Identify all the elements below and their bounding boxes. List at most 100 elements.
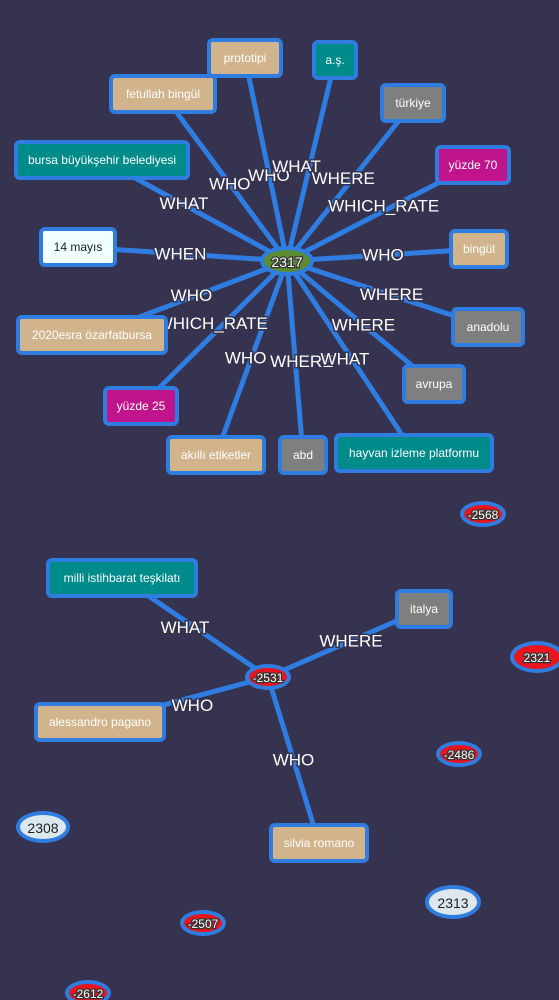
entity-node-yuzde70[interactable]: yüzde 70: [435, 145, 511, 185]
entity-node-esra[interactable]: 2020esra özarfatbursa: [16, 315, 168, 355]
entity-node-prototipi[interactable]: prototipi: [207, 38, 283, 78]
entity-label: bingül: [463, 242, 495, 256]
entity-label: hayvan izleme platformu: [349, 446, 479, 460]
entity-node-anadolu[interactable]: anadolu: [451, 307, 525, 347]
entity-box: [449, 229, 509, 269]
event-id-label: 2308: [27, 820, 58, 836]
entity-box: [395, 589, 453, 629]
entity-box: [207, 38, 283, 78]
event-node-2612[interactable]: -2612: [65, 980, 111, 1000]
event-id-label: 2321: [524, 651, 551, 665]
entity-label: türkiye: [395, 96, 431, 110]
edge-label: WHERE: [270, 352, 333, 371]
edge-label: WHO: [172, 696, 214, 715]
entity-box: [451, 307, 525, 347]
entity-label: avrupa: [416, 377, 453, 391]
entity-node-romano[interactable]: silvia romano: [269, 823, 369, 863]
entity-label: milli istihbarat teşkilatı: [64, 571, 181, 585]
event-fill: [184, 914, 222, 932]
entity-node-akilli[interactable]: akıllı etiketler: [166, 435, 266, 475]
event-fill: [20, 815, 66, 839]
event-id-label: -2531: [253, 671, 284, 685]
event-fill: [264, 250, 310, 272]
edge-2317-akilli: [213, 258, 290, 458]
entity-node-italya[interactable]: italya: [395, 589, 453, 629]
edge-2531-romano: [265, 674, 322, 846]
entity-node-hayvan[interactable]: hayvan izleme platformu: [334, 433, 494, 473]
entity-box: [334, 433, 494, 473]
edges-layer: [75, 55, 491, 846]
edge-label: WHO: [248, 166, 290, 185]
event-node-2317[interactable]: 2317: [260, 246, 314, 276]
edge-2317-bingul: [284, 246, 482, 264]
event-node-2531[interactable]: -2531: [245, 664, 291, 690]
entity-box: [312, 40, 358, 80]
edge-label: WHERE: [360, 285, 423, 304]
entity-box: [109, 74, 217, 114]
edge-label: WHAT: [272, 157, 321, 176]
edge-label: WHO: [362, 246, 404, 265]
entity-box: [269, 823, 369, 863]
edge-2317-hayvan: [284, 258, 417, 456]
entity-box: [34, 702, 166, 742]
event-node-2308[interactable]: 2308: [16, 811, 70, 843]
edge-label: WHO: [225, 348, 267, 367]
event-node-2507[interactable]: -2507: [180, 910, 226, 936]
entity-node-avrupa[interactable]: avrupa: [402, 364, 466, 404]
edge-2317-abd: [284, 258, 306, 458]
edge-label: WHAT: [321, 350, 370, 369]
event-id-label: -2568: [468, 508, 499, 522]
edge-label: WHICH_RATE: [328, 197, 439, 216]
entity-label: alessandro pagano: [49, 715, 151, 729]
entity-box: [278, 435, 328, 475]
entity-label: akıllı etiketler: [181, 448, 251, 462]
entity-node-bursa[interactable]: bursa büyükşehir belediyesi: [14, 140, 190, 180]
edge-label: WHO: [171, 286, 213, 305]
edge-label: WHERE: [319, 632, 382, 651]
entities-layer: prototipi a.ş. fetullah bingül türkiye bursa…: [14, 38, 525, 863]
entity-label: prototipi: [224, 51, 267, 65]
entity-node-fetullah[interactable]: fetullah bingül: [109, 74, 217, 114]
entity-box: [16, 315, 168, 355]
entity-box: [380, 83, 446, 123]
entity-node-pagano[interactable]: alessandro pagano: [34, 702, 166, 742]
entity-label: 2020esra özarfatbursa: [32, 328, 152, 342]
edge-label: WHICH_RATE: [157, 314, 268, 333]
event-id-label: 2317: [271, 254, 302, 270]
entity-box: [14, 140, 190, 180]
entity-node-turkiye[interactable]: türkiye: [380, 83, 446, 123]
edge-label: WHERE: [332, 315, 395, 334]
entity-label: yüzde 70: [449, 158, 498, 172]
entity-node-mit[interactable]: milli istihbarat teşkilatı: [46, 558, 198, 598]
edge-label: WHERE: [312, 169, 375, 188]
event-node-2313[interactable]: 2313: [425, 885, 481, 919]
edge-2317-yuzde25: [138, 258, 290, 409]
entity-node-yuzde25[interactable]: yüzde 25: [103, 386, 179, 426]
entity-node-as[interactable]: a.ş.: [312, 40, 358, 80]
event-node-2321[interactable]: 2321: [510, 641, 559, 673]
edge-label: WHEN: [154, 244, 206, 263]
entity-label: 14 mayıs: [54, 240, 103, 254]
entity-label: anadolu: [467, 320, 510, 334]
edge-label: WHO: [209, 174, 251, 193]
entity-box: [435, 145, 511, 185]
entity-label: a.ş.: [325, 53, 344, 67]
events-layer: 2317 -2531 -2568 2321 -2486 2308 2313 -2507 -261…: [16, 246, 559, 1000]
entity-box: [166, 435, 266, 475]
entity-box: [103, 386, 179, 426]
event-node-2486[interactable]: -2486: [436, 741, 482, 767]
event-node-2568[interactable]: -2568: [460, 501, 506, 527]
entity-label: yüzde 25: [117, 399, 166, 413]
event-fill: [249, 668, 287, 686]
event-id-label: -2486: [444, 748, 475, 762]
entity-node-mayis[interactable]: 14 mayıs: [39, 227, 117, 267]
entity-node-bingul[interactable]: bingül: [449, 229, 509, 269]
edge-2317-as: [284, 57, 338, 264]
entity-node-abd[interactable]: abd: [278, 435, 328, 475]
event-fill: [69, 984, 107, 1000]
edge-2317-prototipi: [242, 55, 290, 264]
entity-label: bursa büyükşehir belediyesi: [28, 153, 176, 167]
